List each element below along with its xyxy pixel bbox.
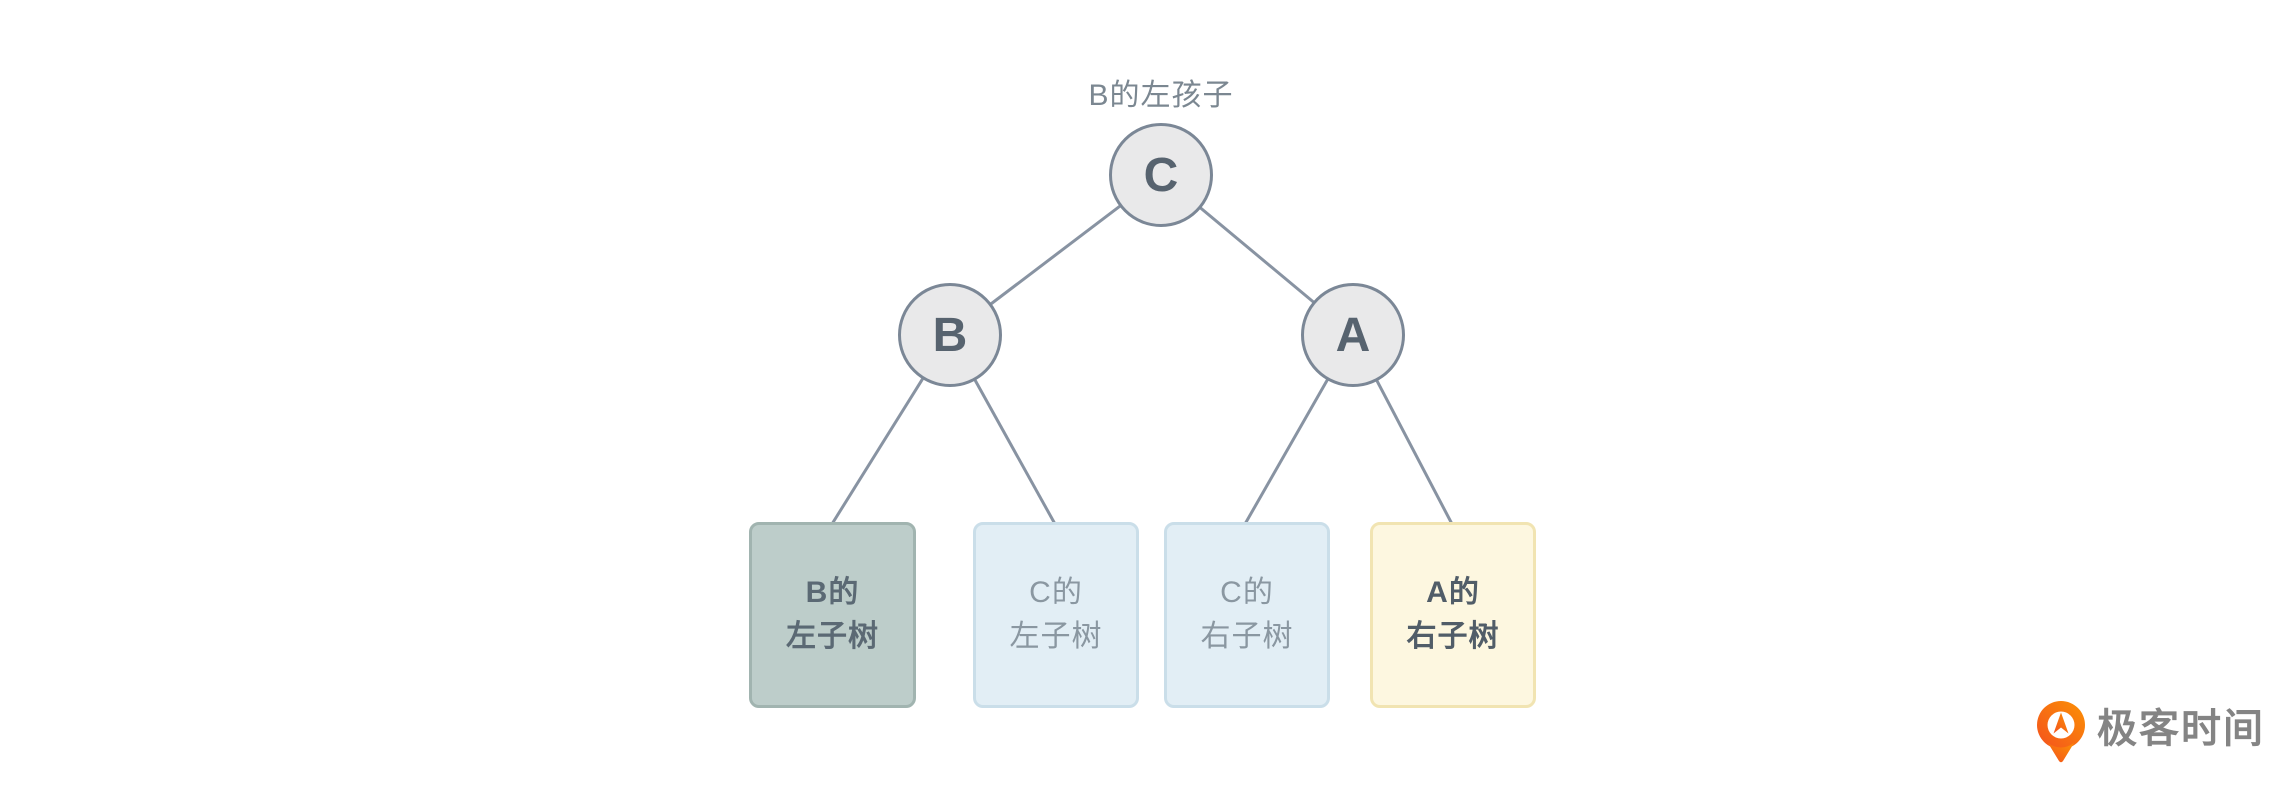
subtree-box-b-left: B的 左子树	[749, 522, 916, 708]
tree-node-a: A	[1301, 283, 1405, 387]
subtree-box-c-right: C的 右子树	[1164, 522, 1330, 708]
subtree-box-c-left: C的 左子树	[973, 522, 1139, 708]
node-b-label: B	[932, 308, 968, 362]
node-annotation: B的左孩子	[1088, 79, 1234, 112]
geektime-logo-icon	[2037, 701, 2085, 763]
geektime-watermark: 极客时间	[2035, 699, 2265, 765]
tree-node-c: C	[1109, 123, 1213, 227]
subtree-box-a-right: A的 右子树	[1370, 522, 1536, 708]
geektime-brand-text: 极客时间	[2097, 707, 2265, 751]
node-c-label: C	[1143, 148, 1179, 202]
node-a-label: A	[1335, 308, 1371, 362]
tree-node-b: B	[898, 283, 1002, 387]
